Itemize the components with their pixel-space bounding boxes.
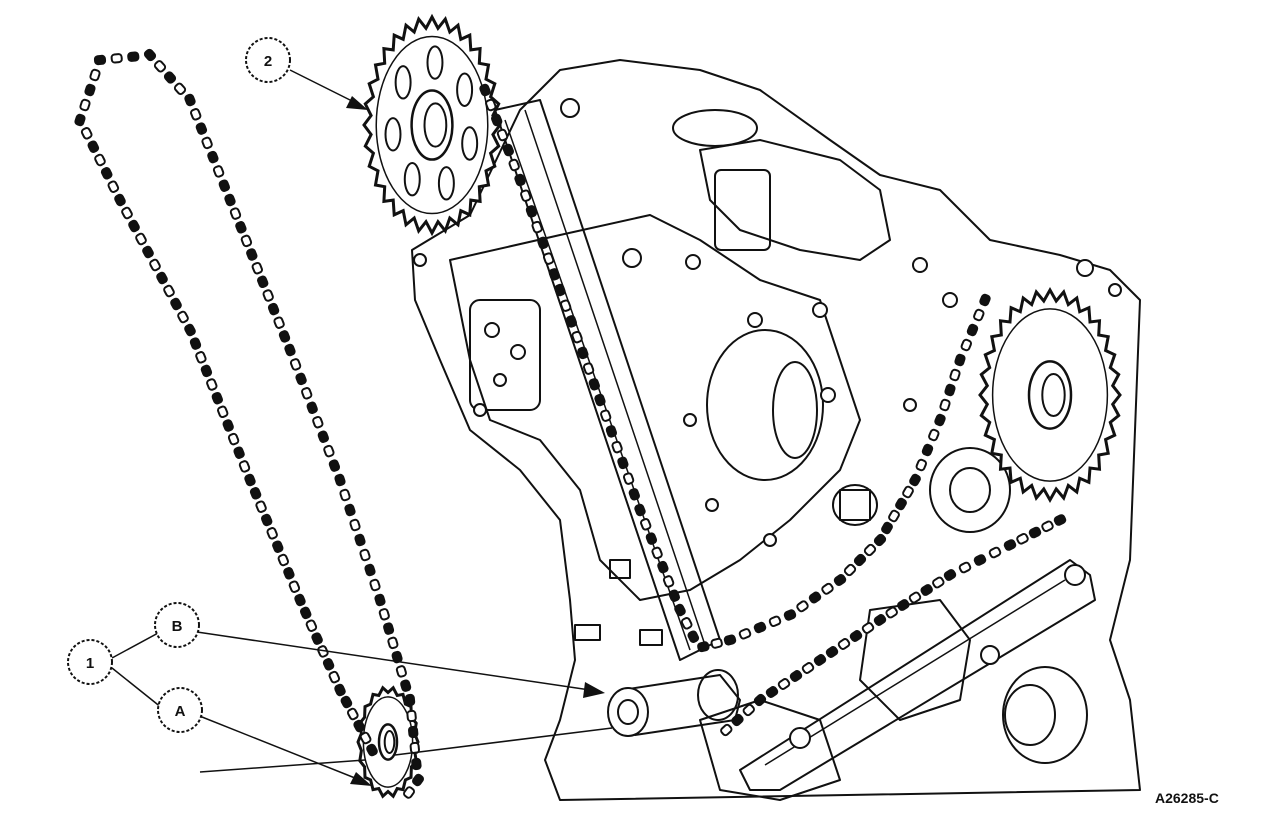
loose-chain-loop xyxy=(74,48,424,799)
sprockets xyxy=(356,13,1122,799)
right-bank-chain xyxy=(697,293,991,653)
primary-chain-guide xyxy=(494,99,721,661)
idler-shaft xyxy=(607,669,741,737)
callout-1-label: 1 xyxy=(86,655,94,672)
tensioner-arm xyxy=(739,559,1096,791)
primary-chain xyxy=(479,83,700,643)
callout-b: B xyxy=(154,602,200,648)
callout-2: 2 xyxy=(245,37,291,83)
left-cam-sprocket xyxy=(362,13,502,237)
engine-block xyxy=(411,59,1141,801)
leader-lines xyxy=(111,69,613,786)
callout-a-label: A xyxy=(175,703,186,720)
figure-reference-code: A26285-C xyxy=(1155,790,1219,806)
callout-1: 1 xyxy=(67,639,113,685)
crankshaft-sprocket xyxy=(356,685,420,799)
right-bank-chain-lower xyxy=(720,514,1067,737)
timing-chains xyxy=(74,48,1067,799)
right-cam-sprocket xyxy=(978,286,1122,504)
callout-2-label: 2 xyxy=(264,53,272,70)
callout-b-label: B xyxy=(172,618,183,635)
callout-a: A xyxy=(157,687,203,733)
